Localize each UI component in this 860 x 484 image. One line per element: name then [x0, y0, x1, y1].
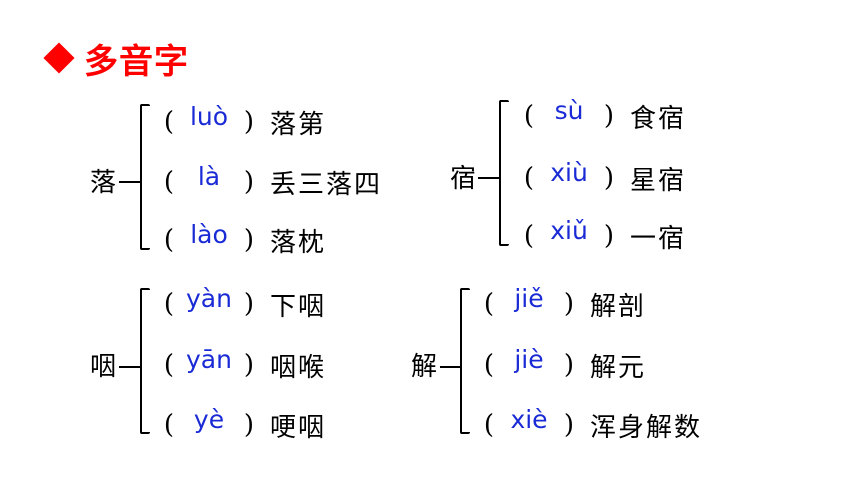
pinyin: luò: [189, 101, 229, 131]
pinyin: yè: [193, 404, 225, 434]
open-paren: (: [523, 101, 535, 131]
pinyin: yàn: [186, 283, 232, 313]
entry-row: ( xiǔ ) 一宿: [518, 216, 686, 256]
pinyin: yān: [186, 344, 232, 374]
entry-row: ( yàn ) 下咽: [158, 284, 326, 324]
open-paren: (: [523, 221, 535, 251]
open-paren: (: [483, 350, 495, 380]
entry-row: ( xiè ) 浑身解数: [478, 405, 702, 445]
close-paren: ): [563, 350, 575, 380]
open-paren: (: [163, 410, 175, 440]
example-word: 食宿: [630, 103, 687, 134]
close-paren: ): [243, 167, 255, 197]
pinyin: jiè: [514, 344, 544, 374]
close-paren: ): [243, 289, 255, 319]
entry-row: ( sù ) 食宿: [518, 96, 686, 136]
pinyin: xiù: [550, 157, 588, 187]
close-paren: ): [603, 221, 615, 251]
entry-row: ( lào ) 落枕: [158, 220, 326, 260]
brace-connector: [119, 181, 140, 183]
close-paren: ): [603, 163, 615, 193]
pinyin: sù: [554, 95, 584, 125]
open-paren: (: [163, 350, 175, 380]
open-paren: (: [483, 289, 495, 319]
example-word: 落第: [270, 109, 327, 140]
open-paren: (: [163, 107, 175, 137]
entry-row: ( là ) 丢三落四: [158, 162, 382, 202]
head-char: 落: [90, 168, 117, 198]
open-paren: (: [163, 289, 175, 319]
example-word: 星宿: [630, 165, 687, 196]
head-char: 咽: [90, 352, 117, 382]
title-text: 多音字: [84, 41, 189, 82]
close-paren: ): [243, 225, 255, 255]
close-paren: ): [563, 289, 575, 319]
brace-connector: [478, 177, 499, 179]
open-paren: (: [523, 163, 535, 193]
example-word: 丢三落四: [270, 169, 383, 200]
pinyin: là: [197, 161, 221, 191]
example-word: 哽咽: [270, 412, 327, 443]
brace: [140, 104, 150, 250]
brace: [499, 100, 509, 246]
brace-connector: [440, 366, 460, 368]
example-word: 落枕: [270, 227, 327, 258]
example-word: 解剖: [590, 291, 647, 322]
diamond-bullet-icon: [43, 42, 75, 74]
pinyin: xiǔ: [550, 215, 588, 245]
pinyin: xiè: [510, 404, 548, 434]
brace-connector: [119, 366, 140, 368]
entry-row: ( yān ) 咽喉: [158, 345, 326, 385]
example-word: 咽喉: [270, 352, 327, 383]
example-word: 一宿: [630, 223, 687, 254]
section-title: 多音字: [40, 34, 189, 82]
example-word: 下咽: [270, 291, 327, 322]
close-paren: ): [563, 410, 575, 440]
entry-row: ( jiè ) 解元: [478, 345, 646, 385]
brace: [140, 288, 150, 434]
open-paren: (: [163, 225, 175, 255]
entry-row: ( jiě ) 解剖: [478, 284, 646, 324]
close-paren: ): [243, 350, 255, 380]
entry-row: ( xiù ) 星宿: [518, 158, 686, 198]
pinyin: jiě: [514, 283, 544, 313]
close-paren: ): [243, 107, 255, 137]
open-paren: (: [483, 410, 495, 440]
head-char: 宿: [450, 164, 477, 194]
entry-row: ( yè ) 哽咽: [158, 405, 326, 445]
close-paren: ): [243, 410, 255, 440]
close-paren: ): [603, 101, 615, 131]
head-char: 解: [411, 352, 438, 382]
example-word: 解元: [590, 352, 647, 383]
example-word: 浑身解数: [590, 412, 703, 443]
entry-row: ( luò ) 落第: [158, 102, 326, 142]
open-paren: (: [163, 167, 175, 197]
brace: [460, 288, 470, 434]
pinyin: lào: [190, 219, 228, 249]
